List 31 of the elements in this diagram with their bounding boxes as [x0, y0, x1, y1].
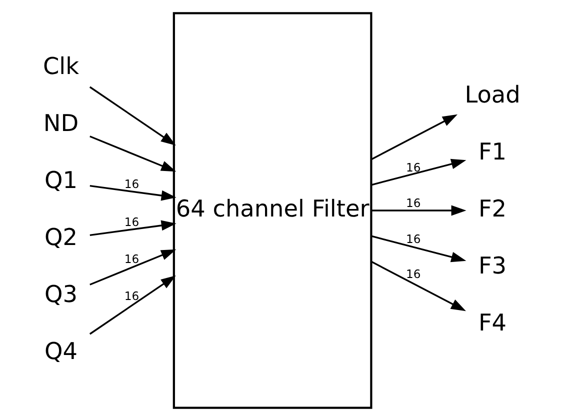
node-text: Load	[464, 80, 520, 108]
node-text: F3	[478, 252, 506, 279]
node-text: Q3	[44, 280, 78, 308]
node-box: 64 channel Filter	[172, 12, 372, 408]
node-text: ND	[42, 109, 78, 136]
node-text: Clk	[42, 52, 79, 80]
node-text: Q4	[44, 337, 78, 364]
edge-label: 16	[406, 160, 420, 174]
edge-label: 16	[406, 231, 420, 246]
node-text: F2	[478, 194, 506, 222]
arrow	[370, 204, 466, 216]
edge-label: 16	[406, 196, 420, 210]
edge-label: 16	[124, 176, 139, 191]
node-text: Q1	[44, 166, 78, 194]
node-text: F1	[478, 138, 506, 165]
arrow	[88, 86, 176, 145]
node-text: F4	[478, 308, 506, 336]
edge-label: 16	[124, 288, 139, 302]
arrow	[370, 234, 466, 262]
arrow	[88, 275, 176, 334]
edge-label: 16	[124, 214, 139, 229]
arrow	[370, 260, 466, 311]
arrow	[89, 220, 176, 236]
arrow	[370, 158, 466, 186]
edge-label: 16	[124, 252, 139, 266]
arrow	[370, 114, 458, 160]
arrow	[89, 184, 176, 200]
arrow	[89, 135, 176, 172]
arrow	[89, 248, 176, 285]
edge-label: 16	[406, 266, 420, 280]
node-text: Q2	[44, 223, 78, 250]
